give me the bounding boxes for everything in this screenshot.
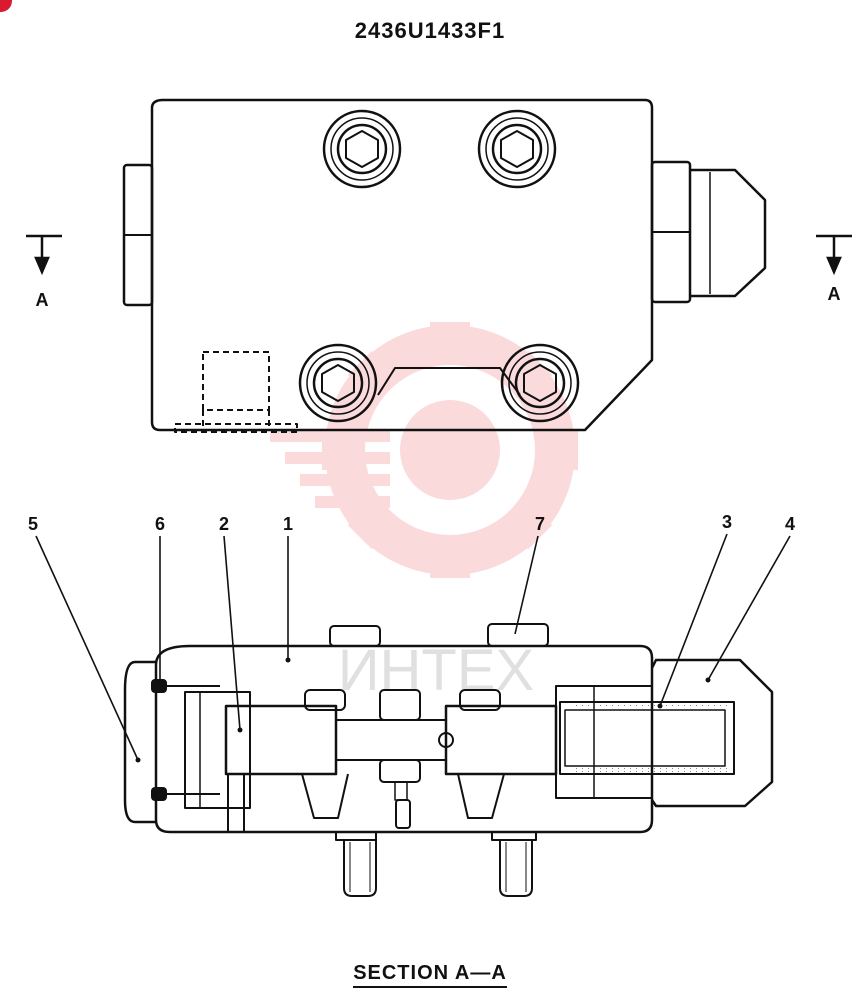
part-number-title: 2436U1433F1 — [354, 18, 506, 43]
right-housing — [650, 658, 774, 808]
right-spool — [444, 704, 558, 776]
spool — [224, 704, 338, 776]
section-view — [123, 623, 774, 897]
hidden-port — [174, 351, 298, 433]
gear-watermark-icon — [270, 322, 578, 578]
callout-5: 5 — [28, 514, 38, 534]
section-marker-right — [816, 234, 852, 276]
spool-stem — [335, 719, 447, 761]
callout-4: 4 — [785, 514, 795, 534]
callout-6: 6 — [155, 514, 165, 534]
body-recess — [377, 367, 521, 396]
leader-dots — [135, 657, 711, 763]
section-marker-right-label: A — [828, 284, 841, 304]
top-bolt-left — [329, 625, 381, 647]
callout-7: 7 — [535, 514, 545, 534]
section-label: SECTION A—A — [0, 962, 860, 988]
bolt-top-right — [477, 109, 557, 189]
left-bore — [184, 691, 251, 809]
o-ring-seals — [151, 679, 220, 801]
section-marker-left — [26, 234, 62, 276]
bottom-stud-left — [335, 831, 377, 897]
spring — [559, 701, 735, 775]
bolt-bottom-left — [298, 343, 378, 423]
left-plug — [123, 660, 156, 824]
bolt-top-left — [322, 109, 402, 189]
right-plug — [690, 168, 767, 298]
callout-2: 2 — [219, 514, 229, 534]
top-view — [122, 98, 767, 433]
leader-lines — [35, 533, 791, 761]
bottom-stud-right — [491, 831, 537, 897]
section-marker-left-label: A — [36, 290, 49, 310]
section-label-text: SECTION A—A — [353, 962, 507, 988]
valve-body-outline — [150, 98, 654, 432]
section-body — [154, 644, 654, 834]
center-piston — [379, 689, 421, 721]
callout-1: 1 — [283, 514, 293, 534]
bolt-bottom-right — [500, 343, 580, 423]
callout-3: 3 — [722, 512, 732, 532]
watermark-text: ИНTEX — [338, 638, 534, 703]
